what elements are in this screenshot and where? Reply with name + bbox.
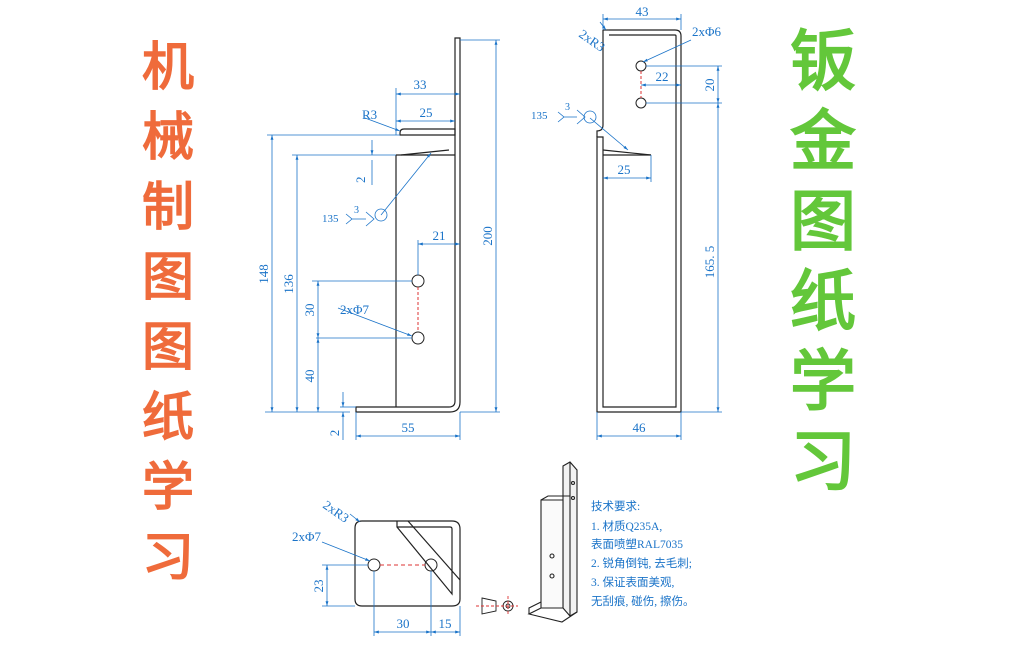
dim-165-5: 165. 5 xyxy=(702,246,717,279)
weld-angle: 135 xyxy=(531,110,548,122)
dim-30: 30 xyxy=(302,304,317,317)
weld-size: 3 xyxy=(565,102,570,113)
left-vertical-title: 机 械 制 图 图 纸 学 习 xyxy=(142,42,194,584)
dim-23: 23 xyxy=(311,580,326,593)
notes-heading: 技术要求: xyxy=(591,500,640,513)
dim-15: 15 xyxy=(439,616,452,631)
dim-r3: R3 xyxy=(362,107,377,122)
right-title-char: 学 xyxy=(790,342,856,420)
front-view: 33 25 R3 2 200 148 136 21 30 40 2 55 2xΦ… xyxy=(256,37,500,440)
top-holes xyxy=(367,558,438,572)
dim-20: 20 xyxy=(702,79,717,92)
dim-55: 55 xyxy=(402,420,415,435)
hole-callout: 2xΦ6 xyxy=(692,24,722,39)
dim-46: 46 xyxy=(633,420,647,435)
dim-25: 25 xyxy=(618,162,631,177)
left-title-char: 习 xyxy=(142,527,195,588)
left-title-char: 纸 xyxy=(142,387,195,448)
dim-2xr3: 2xR3 xyxy=(320,497,352,525)
side-view: 2xR3 43 2xΦ6 22 20 25 165. 5 46 135 3 xyxy=(531,4,722,440)
isometric-view xyxy=(527,461,578,623)
front-dimensions xyxy=(265,39,500,440)
dim-21: 21 xyxy=(433,228,446,243)
side-part-outline xyxy=(596,29,682,413)
dim-136: 136 xyxy=(281,274,296,294)
right-vertical-title: 钣 金 图 纸 学 习 xyxy=(790,28,856,494)
hole-callout: 2xΦ7 xyxy=(340,302,370,317)
notes-line: 3. 保证表面美观, xyxy=(591,575,674,589)
dim-2-bottom: 2 xyxy=(327,430,342,437)
right-title-char: 钣 xyxy=(790,22,856,100)
dim-33: 33 xyxy=(414,77,427,92)
side-holes xyxy=(635,60,647,109)
weld-size: 3 xyxy=(354,205,359,216)
side-dimensions xyxy=(557,14,722,440)
top-dimensions xyxy=(321,513,461,636)
dim-2-top: 2 xyxy=(353,177,368,184)
dim-40: 40 xyxy=(302,370,317,383)
dim-22: 22 xyxy=(656,69,669,84)
front-holes xyxy=(411,274,425,345)
left-title-char: 学 xyxy=(142,457,195,518)
side-dimension-labels: 2xR3 43 2xΦ6 22 20 25 165. 5 46 135 3 xyxy=(531,4,722,435)
hole-callout: 2xΦ7 xyxy=(292,529,322,544)
dim-25: 25 xyxy=(420,105,433,120)
left-title-char: 图 xyxy=(142,247,195,308)
right-title-char: 图 xyxy=(790,182,856,260)
left-title-char: 机 xyxy=(142,37,195,98)
right-title-char: 金 xyxy=(790,102,856,180)
top-part-outline xyxy=(354,520,461,607)
left-title-char: 制 xyxy=(142,177,195,238)
left-title-char: 械 xyxy=(142,107,195,168)
dim-200: 200 xyxy=(480,226,495,246)
right-title-char: 纸 xyxy=(790,262,856,340)
notes-line: 1. 材质Q235A, xyxy=(591,519,662,533)
front-dimension-labels: 33 25 R3 2 200 148 136 21 30 40 2 55 2xΦ… xyxy=(256,77,495,436)
top-view: 2xR3 2xΦ7 23 30 15 xyxy=(292,497,461,636)
right-title-char: 习 xyxy=(790,422,856,500)
technical-notes: 技术要求: 1. 材质Q235A, 表面喷塑RAL7035 2. 锐角倒钝, 去… xyxy=(591,500,695,608)
weld-angle: 135 xyxy=(322,213,339,225)
projection-symbol-icon xyxy=(476,596,518,616)
notes-line: 无刮痕, 碰伤, 擦伤。 xyxy=(591,594,695,608)
dim-30: 30 xyxy=(397,616,410,631)
notes-line: 2. 锐角倒钝, 去毛刺; xyxy=(591,556,692,570)
left-title-char: 图 xyxy=(142,317,195,378)
dim-43: 43 xyxy=(636,4,649,19)
dim-148: 148 xyxy=(256,264,271,284)
notes-line: 表面喷塑RAL7035 xyxy=(591,537,683,551)
